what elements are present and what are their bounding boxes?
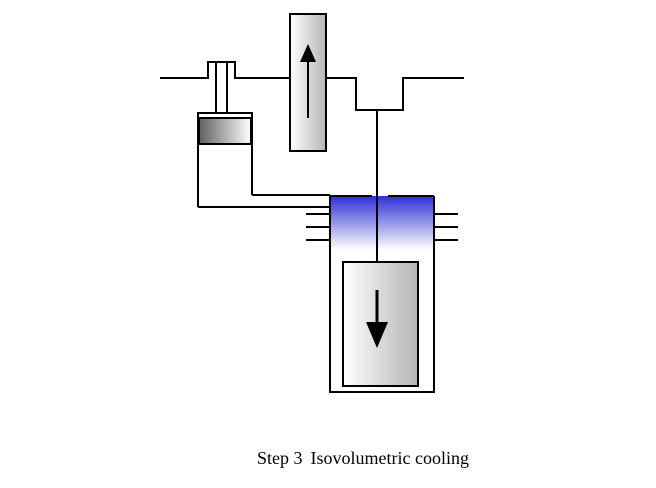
displacer [342, 261, 419, 387]
connecting-pipes [198, 194, 330, 208]
main-cylinder [329, 195, 435, 393]
upper-piston [289, 13, 327, 152]
cooling-fins-right [434, 213, 458, 241]
crankshaft-line [160, 61, 464, 111]
caption: Step 3 Isovolumetric cooling [248, 427, 477, 469]
caption-step: Step 3 [257, 448, 303, 468]
down-arrow-head-icon [366, 322, 388, 348]
up-arrow-head-icon [300, 44, 316, 62]
cooling-fins-left [306, 213, 330, 241]
small-piston [198, 117, 252, 145]
small-cylinder [197, 62, 253, 207]
caption-title: Isovolumetric cooling [310, 448, 469, 468]
